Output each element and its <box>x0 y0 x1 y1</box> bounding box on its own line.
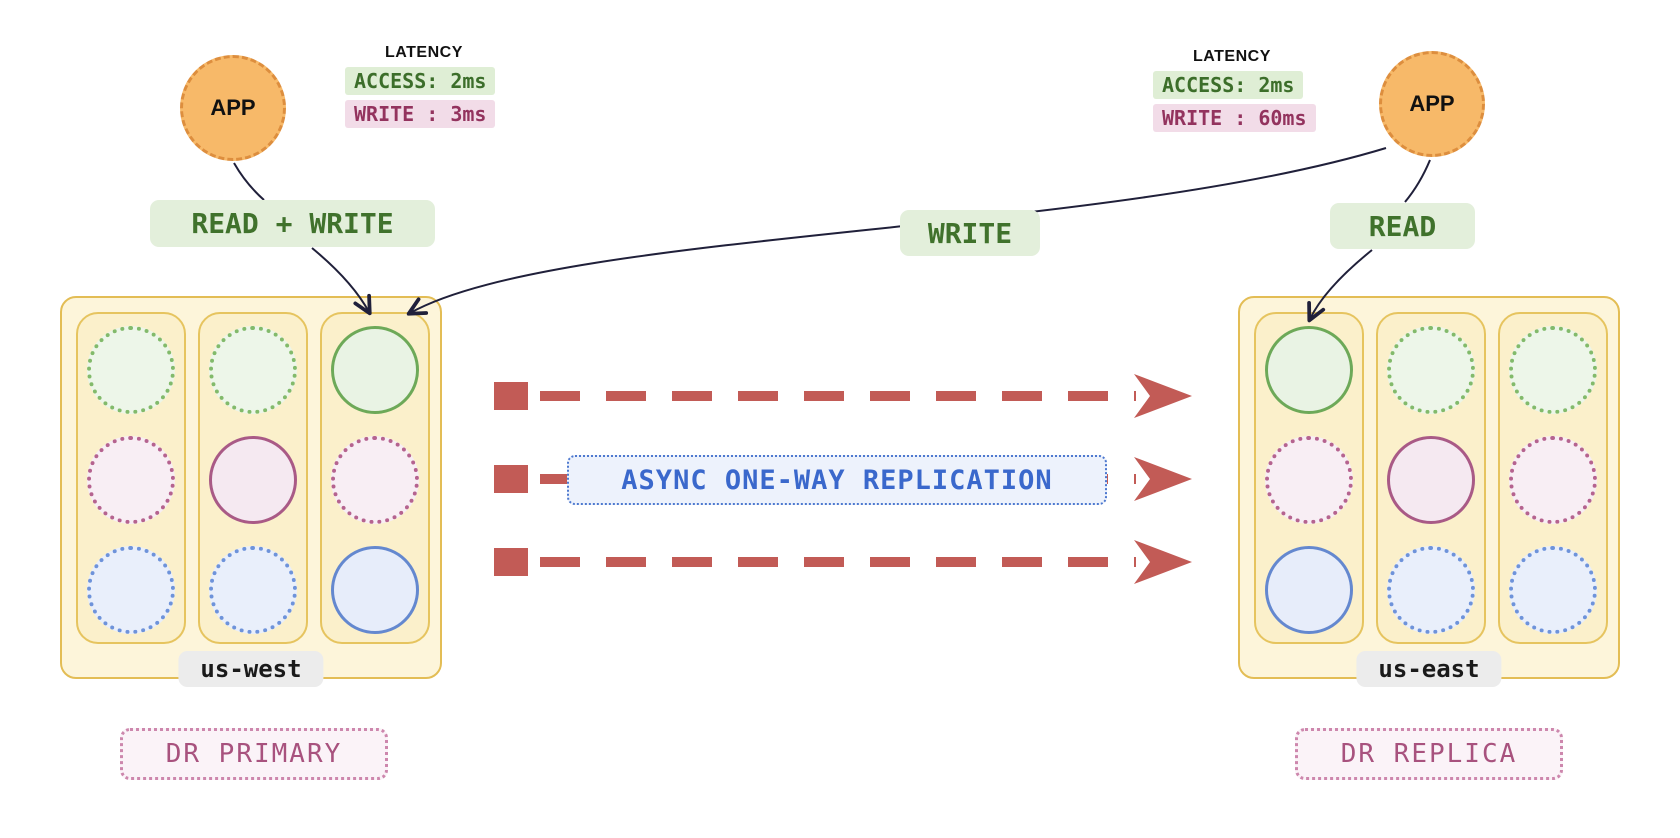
green-solid-node <box>331 326 419 414</box>
latency-write-row: WRITE : 60ms <box>1153 104 1316 132</box>
node-column <box>1498 312 1608 644</box>
pink-dotted-node <box>1265 436 1353 524</box>
pink-solid-node <box>1387 436 1475 524</box>
replication-label: ASYNC ONE-WAY REPLICATION <box>567 455 1107 505</box>
app-label: APP <box>1409 91 1455 116</box>
blue-dotted-node <box>87 546 175 634</box>
blue-solid-node <box>331 546 419 634</box>
replication-arrowhead <box>1134 457 1192 501</box>
cluster-us-east: us-east <box>1238 296 1620 687</box>
write-label: WRITE <box>900 210 1040 256</box>
node-column <box>198 312 308 644</box>
dr-replica-badge: DR REPLICA <box>1295 728 1563 780</box>
green-dotted-node <box>87 326 175 414</box>
node-column <box>320 312 430 644</box>
pink-dotted-node <box>1509 436 1597 524</box>
region-label-us-east: us-east <box>1356 651 1502 687</box>
blue-dotted-node <box>209 546 297 634</box>
app-node-east: APP <box>1379 51 1485 157</box>
pink-dotted-node <box>87 436 175 524</box>
node-column <box>76 312 186 644</box>
latency-access-row: ACCESS: 2ms <box>345 67 496 95</box>
east-app-write-arrow <box>406 147 1387 316</box>
node-column <box>1376 312 1486 644</box>
blue-solid-node <box>1265 546 1353 634</box>
latency-write-row: WRITE : 3ms <box>345 100 496 128</box>
pink-solid-node <box>209 436 297 524</box>
east-app-to-read-arrow <box>1404 159 1431 203</box>
latency-title: LATENCY <box>1193 48 1271 65</box>
app-node-west: APP <box>180 55 286 161</box>
replication-arrow-tail <box>494 548 528 576</box>
replication-arrowhead <box>1134 374 1192 418</box>
blue-dotted-node <box>1509 546 1597 634</box>
latency-access-row: ACCESS: 2ms <box>1153 71 1304 99</box>
replication-arrow-tail <box>494 382 528 410</box>
app-label: APP <box>210 95 256 120</box>
read-label: READ <box>1330 203 1475 249</box>
pink-dotted-node <box>331 436 419 524</box>
green-solid-node <box>1265 326 1353 414</box>
region-label-us-west: us-west <box>178 651 324 687</box>
latency-panel-west: LATENCY ACCESS: 2ms WRITE : 3ms <box>345 44 496 128</box>
read-write-label: READ + WRITE <box>150 200 435 247</box>
green-dotted-node <box>209 326 297 414</box>
replication-arrowhead <box>1134 540 1192 584</box>
blue-dotted-node <box>1387 546 1475 634</box>
app-to-readwrite-arrow <box>233 162 265 201</box>
node-column <box>1254 312 1364 644</box>
green-dotted-node <box>1387 326 1475 414</box>
latency-panel-east: LATENCY ACCESS: 2ms WRITE : 60ms <box>1153 48 1316 132</box>
green-dotted-node <box>1509 326 1597 414</box>
latency-title: LATENCY <box>385 44 463 61</box>
cluster-us-west: us-west <box>60 296 442 687</box>
dr-primary-badge: DR PRIMARY <box>120 728 388 780</box>
replication-arrow-tail <box>494 465 528 493</box>
